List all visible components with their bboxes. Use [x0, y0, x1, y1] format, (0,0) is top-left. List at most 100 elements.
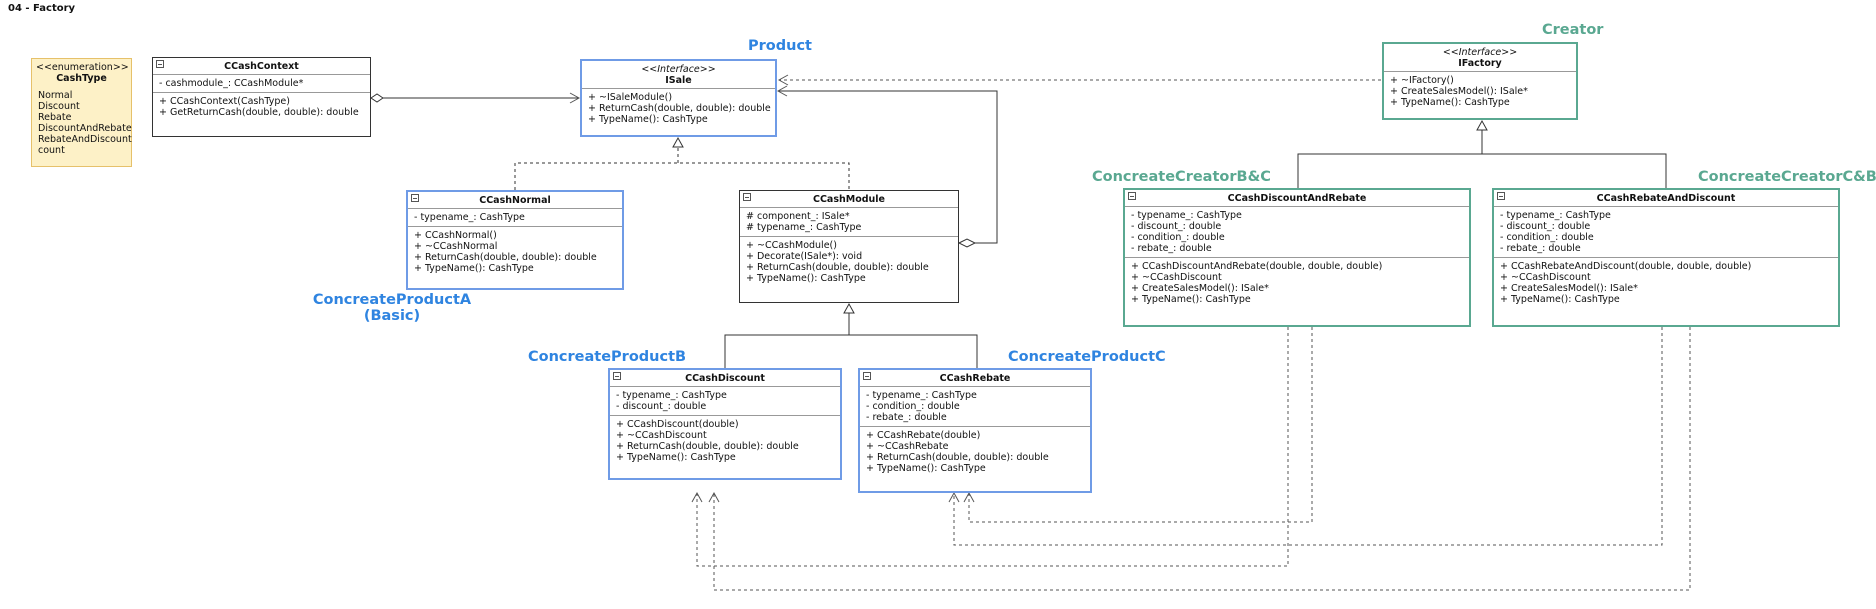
aggregation-context-to-isale: [370, 92, 581, 104]
class-ccashdiscountandrebate[interactable]: CCashDiscountAndRebate - typename_: Cash…: [1123, 188, 1471, 327]
method: + ~CCashDiscount: [1131, 272, 1222, 283]
class-ccashcontext[interactable]: CCashContext - cashmodule_: CCashModule*…: [152, 57, 371, 137]
attributes-section: - typename_: CashType: [408, 208, 622, 226]
realization-products-to-isale: [514, 136, 850, 190]
enum-value: Discount: [38, 101, 80, 112]
class-name: ISale: [665, 75, 692, 86]
class-header: CCashNormal: [408, 192, 622, 208]
attributes-section: - typename_: CashType - discount_: doubl…: [1125, 206, 1469, 257]
attribute: - typename_: CashType: [1131, 210, 1242, 221]
diagram-title: 04 - Factory: [8, 3, 76, 14]
method: + ~CCashDiscount: [616, 430, 707, 441]
method: + ReturnCash(double, double): double: [616, 441, 799, 452]
method: + ReturnCash(double, double): double: [746, 262, 929, 273]
class-name: CCashDiscountAndRebate: [1227, 193, 1367, 204]
method: + CreateSalesModel(): ISale*: [1390, 86, 1528, 97]
stereotype: <<enumeration>>: [36, 62, 129, 73]
enum-value: Rebate: [38, 112, 72, 123]
class-header: CCashContext: [153, 58, 370, 74]
method: + CCashDiscountAndRebate(double, double,…: [1131, 261, 1383, 272]
attribute: - typename_: CashType: [616, 390, 727, 401]
method: + TypeName(): CashType: [1390, 97, 1510, 108]
attribute: - rebate_: double: [1131, 243, 1212, 254]
method: + TypeName(): CashType: [866, 463, 986, 474]
collapse-icon[interactable]: [613, 372, 621, 380]
attribute: - cashmodule_: CCashModule*: [159, 78, 304, 89]
method: + TypeName(): CashType: [1500, 294, 1620, 305]
class-name: CCashModule: [812, 194, 885, 205]
method: + ReturnCash(double, double): double: [414, 252, 597, 263]
method: + TypeName(): CashType: [414, 263, 534, 274]
role-label-concreate-product-a: ConcreateProductA (Basic): [312, 292, 472, 324]
methods-section: + CCashContext(CashType) + GetReturnCash…: [153, 92, 370, 121]
enum-values: Normal Discount Rebate DiscountAndRebate…: [32, 88, 132, 159]
methods-section: + CCashRebateAndDiscount(double, double,…: [1494, 257, 1838, 308]
attribute: - rebate_: double: [1500, 243, 1581, 254]
enum-value: count: [38, 145, 65, 156]
attribute: - condition_: double: [1131, 232, 1225, 243]
role-label-line1: ConcreateProductA: [312, 292, 472, 308]
method: + TypeName(): CashType: [1131, 294, 1251, 305]
method: + CCashContext(CashType): [159, 96, 290, 107]
collapse-icon[interactable]: [411, 194, 419, 202]
class-header: <<Interface>> IFactory: [1384, 44, 1576, 71]
methods-section: + CCashNormal() + ~CCashNormal + ReturnC…: [408, 226, 622, 277]
attributes-section: - cashmodule_: CCashModule*: [153, 74, 370, 92]
class-ccashdiscount[interactable]: CCashDiscount - typename_: CashType - di…: [608, 368, 842, 480]
class-ccashnormal[interactable]: CCashNormal - typename_: CashType + CCas…: [406, 190, 624, 290]
attributes-section: - typename_: CashType - discount_: doubl…: [1494, 206, 1838, 257]
stereotype: <<Interface>>: [641, 64, 716, 75]
enum-value: Normal: [38, 90, 73, 101]
methods-section: + CCashDiscountAndRebate(double, double,…: [1125, 257, 1469, 308]
attributes-section: - typename_: CashType - discount_: doubl…: [610, 386, 840, 415]
class-header: <<Interface>> ISale: [582, 61, 775, 88]
role-label-creator-cb: ConcreateCreatorC&B: [1698, 169, 1876, 185]
method: + TypeName(): CashType: [746, 273, 866, 284]
method: + CreateSalesModel(): ISale*: [1500, 283, 1638, 294]
enum-value: RebateAndDiscount: [38, 134, 132, 145]
role-label-creator: Creator: [1542, 22, 1604, 38]
enum-cashtype[interactable]: <<enumeration>> CashType Normal Discount…: [31, 58, 132, 167]
generalization-decorators-to-module: [724, 302, 978, 368]
method: + CCashDiscount(double): [616, 419, 739, 430]
class-ccashrebate[interactable]: CCashRebate - typename_: CashType - cond…: [858, 368, 1092, 493]
interface-ifactory[interactable]: <<Interface>> IFactory + ~IFactory() + C…: [1382, 42, 1578, 120]
class-ccashmodule[interactable]: CCashModule # component_: ISale* # typen…: [739, 190, 959, 303]
attribute: - discount_: double: [1131, 221, 1222, 232]
method: + ~CCashModule(): [746, 240, 837, 251]
class-header: CCashRebate: [860, 370, 1090, 386]
method: + ~IFactory(): [1390, 75, 1454, 86]
collapse-icon[interactable]: [743, 193, 751, 201]
methods-section: + CCashRebate(double) + ~CCashRebate + R…: [860, 426, 1090, 477]
dependency-creators-to-products: [691, 327, 1691, 591]
collapse-icon[interactable]: [863, 372, 871, 380]
method: + ~ISaleModule(): [588, 92, 673, 103]
method: + CCashRebate(double): [866, 430, 981, 441]
method: + ReturnCash(double, double): double: [588, 103, 771, 114]
method: + Decorate(ISale*): void: [746, 251, 863, 262]
attributes-section: - typename_: CashType - condition_: doub…: [860, 386, 1090, 426]
methods-section: + ~ISaleModule() + ReturnCash(double, do…: [582, 88, 775, 128]
realization-creators-to-ifactory: [1297, 119, 1667, 188]
method: + ReturnCash(double, double): double: [866, 452, 1049, 463]
method: + CCashNormal(): [414, 230, 497, 241]
collapse-icon[interactable]: [156, 60, 164, 68]
stereotype: <<Interface>>: [1442, 47, 1518, 58]
attribute: - rebate_: double: [866, 412, 947, 423]
class-name: CCashNormal: [479, 195, 551, 206]
methods-section: + ~CCashModule() + Decorate(ISale*): voi…: [740, 236, 958, 287]
attributes-section: # component_: ISale* # typename_: CashTy…: [740, 207, 958, 236]
role-label-concreate-product-c: ConcreateProductC: [1008, 349, 1166, 365]
method: + TypeName(): CashType: [616, 452, 736, 463]
attribute: # component_: ISale*: [746, 211, 850, 222]
class-header: CCashDiscountAndRebate: [1125, 190, 1469, 206]
class-ccashrebateanddiscount[interactable]: CCashRebateAndDiscount - typename_: Cash…: [1492, 188, 1840, 327]
attribute: - discount_: double: [616, 401, 707, 412]
class-name: CCashRebateAndDiscount: [1596, 193, 1736, 204]
enum-value: DiscountAndRebate: [38, 123, 132, 134]
collapse-icon[interactable]: [1497, 192, 1505, 200]
class-header: CCashDiscount: [610, 370, 840, 386]
collapse-icon[interactable]: [1128, 192, 1136, 200]
interface-isale[interactable]: <<Interface>> ISale + ~ISaleModule() + R…: [580, 59, 777, 137]
